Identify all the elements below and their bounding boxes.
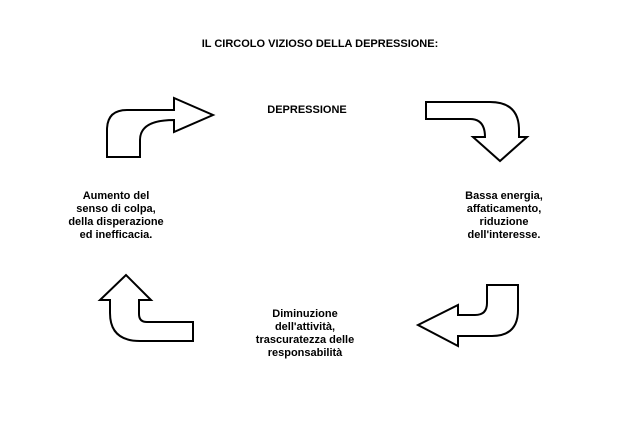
node-line: dell'attività,: [274, 321, 336, 333]
node-line: senso di colpa,: [76, 203, 156, 215]
node-line: Diminuzione: [272, 308, 338, 320]
node-line: dell'interesse.: [467, 229, 541, 241]
node-diminuzione-attivita: Diminuzione dell'attività, trascuratezza…: [230, 308, 380, 360]
node-line: DEPRESSIONE: [267, 104, 347, 116]
node-line: ed inefficacia.: [79, 229, 153, 241]
node-line: riduzione: [479, 216, 529, 228]
node-line: Bassa energia,: [465, 190, 543, 202]
diagram-title: IL CIRCOLO VIZIOSO DELLA DEPRESSIONE:: [201, 38, 439, 50]
node-bassa-energia: Bassa energia, affaticamento, riduzione …: [437, 190, 571, 242]
node-senso-di-colpa: Aumento del senso di colpa, della disper…: [54, 190, 178, 242]
node-line: trascuratezza delle: [255, 334, 355, 346]
node-line: Aumento del: [82, 190, 150, 202]
node-line: affaticamento,: [466, 203, 542, 215]
node-depressione: DEPRESSIONE: [237, 104, 377, 117]
node-line: della disperazione: [68, 216, 164, 228]
node-line: responsabilità: [267, 347, 343, 359]
